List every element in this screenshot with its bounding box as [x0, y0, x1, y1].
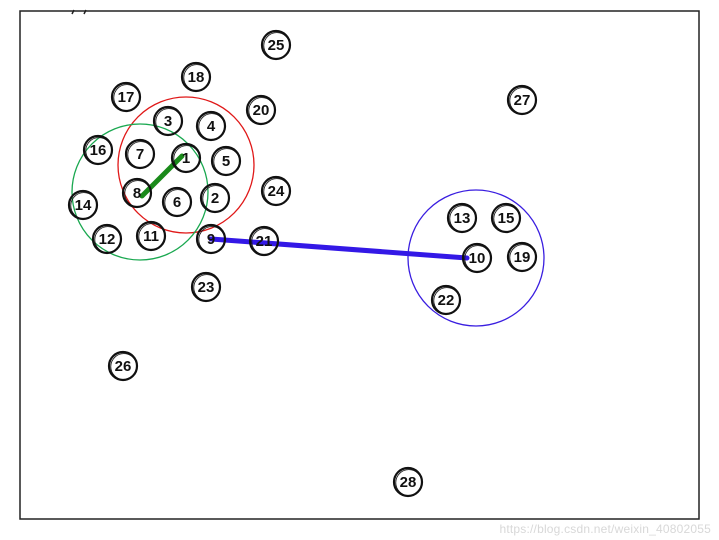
node-ring-27 [509, 87, 537, 114]
node-label-3: 3 [164, 113, 172, 130]
node-label-1: 1 [182, 150, 190, 167]
node-label-28: 28 [400, 474, 417, 491]
node-label-14: 14 [75, 197, 92, 214]
node-2: 2 [199, 182, 231, 214]
node-11: 11 [135, 220, 167, 252]
node-ring-11 [138, 223, 166, 251]
node-ring-5 [213, 148, 241, 176]
watermark-text: https://blog.csdn.net/weixin_40802055 [499, 522, 711, 536]
node-label-18: 18 [188, 69, 205, 86]
node-23: 23 [190, 271, 222, 303]
node-label-11: 11 [143, 228, 159, 245]
node-25: 25 [260, 29, 292, 61]
link-1-8 [139, 153, 185, 199]
node-27: 27 [506, 84, 538, 116]
node-label-26: 26 [115, 358, 132, 375]
cluster-circle-8 [71, 123, 209, 261]
cluster-circles [71, 96, 545, 327]
node-label-17: 17 [118, 89, 135, 106]
node-28: 28 [392, 466, 424, 498]
node-ring-16 [85, 137, 113, 165]
node-26: 26 [107, 350, 139, 382]
cluster-circle-1 [117, 96, 255, 234]
node-17: 17 [110, 81, 142, 113]
node-ring-7 [127, 141, 155, 169]
node-15: 15 [490, 202, 522, 234]
node-label-6: 6 [173, 194, 181, 211]
node-label-21: 21 [256, 233, 273, 250]
node-ring-6 [164, 189, 192, 217]
diagram-frame [19, 10, 700, 520]
node-14: 14 [67, 189, 99, 221]
node-ring-12 [94, 226, 122, 254]
cluster-circle-10 [407, 189, 545, 327]
node-ring-25 [263, 32, 291, 59]
link-9-10 [208, 236, 470, 261]
node-20: 20 [245, 94, 277, 126]
node-ring-4 [198, 113, 226, 140]
node-ring-21 [251, 228, 279, 256]
node-8: 8 [121, 177, 153, 209]
node-21: 21 [248, 225, 280, 257]
node-ring-15 [493, 205, 521, 233]
node-label-7: 7 [136, 146, 144, 163]
node-label-12: 12 [99, 231, 116, 248]
node-1: 1 [170, 142, 202, 174]
node-ring-10 [464, 245, 492, 273]
node-6: 6 [161, 186, 193, 218]
node-7: 7 [124, 138, 156, 170]
node-10: 10 [461, 242, 493, 274]
node-22: 22 [430, 284, 462, 316]
node-ring-18 [183, 64, 211, 91]
node-ring-20 [248, 97, 276, 124]
node-ring-24 [263, 178, 291, 206]
node-label-13: 13 [454, 210, 471, 227]
node-3: 3 [152, 105, 184, 137]
node-19: 19 [506, 241, 538, 273]
node-label-8: 8 [133, 185, 141, 202]
node-label-10: 10 [469, 250, 486, 267]
node-ring-26 [110, 353, 138, 381]
node-9: 9 [195, 223, 227, 255]
top-left-mark [71, 9, 87, 15]
node-label-4: 4 [207, 118, 216, 135]
node-ring-28 [395, 469, 423, 497]
node-label-25: 25 [268, 37, 285, 54]
node-5: 5 [210, 145, 242, 177]
node-ring-22 [433, 287, 461, 315]
node-ring-19 [509, 244, 537, 272]
node-label-2: 2 [211, 190, 219, 207]
node-12: 12 [91, 223, 123, 255]
node-ring-8 [124, 180, 152, 208]
node-ring-1 [173, 145, 201, 173]
node-label-24: 24 [268, 183, 285, 200]
node-label-20: 20 [253, 102, 270, 119]
node-label-23: 23 [198, 279, 215, 296]
node-ring-23 [193, 274, 221, 302]
node-13: 13 [446, 202, 478, 234]
node-label-5: 5 [222, 153, 230, 170]
node-16: 16 [82, 134, 114, 166]
node-ring-17 [113, 84, 141, 111]
node-label-27: 27 [514, 92, 531, 109]
node-ring-9 [198, 226, 226, 254]
node-24: 24 [260, 175, 292, 207]
node-18: 18 [180, 61, 212, 93]
node-label-15: 15 [498, 210, 515, 227]
node-ring-13 [449, 205, 477, 233]
node-label-19: 19 [514, 249, 531, 266]
cluster-links [139, 153, 470, 261]
node-ring-14 [70, 192, 98, 220]
node-ring-2 [202, 185, 230, 213]
node-label-16: 16 [90, 142, 107, 159]
node-ring-3 [155, 108, 183, 135]
node-4: 4 [195, 110, 227, 142]
node-label-9: 9 [207, 231, 215, 248]
node-label-22: 22 [438, 292, 455, 309]
